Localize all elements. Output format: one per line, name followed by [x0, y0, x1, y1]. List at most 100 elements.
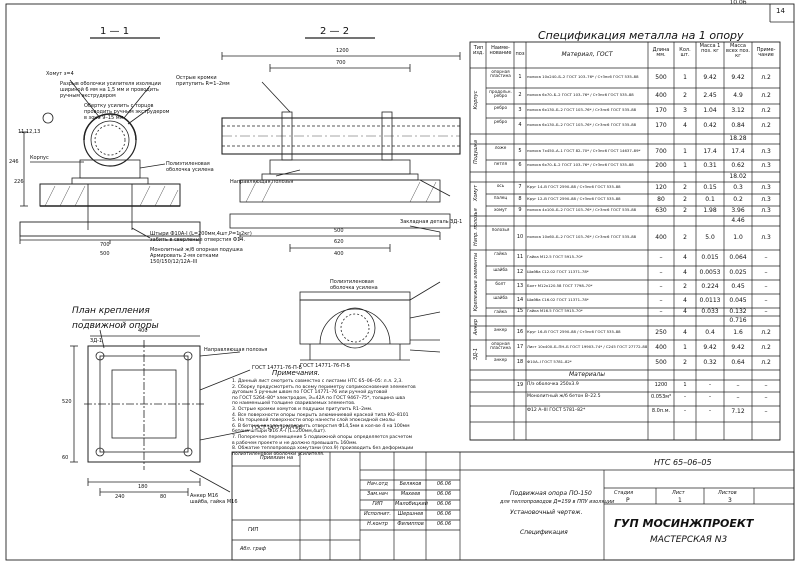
spec-cell-name: анкер [493, 327, 508, 332]
label-razryv: Разрыв оболочки усилителя изоляции [60, 81, 161, 87]
spec-cell-len: – [659, 297, 663, 304]
note-line: 1. Данный лист смотреть совместно с лист… [232, 379, 403, 384]
plan-title-1: План крепления [72, 306, 150, 316]
note-line: 2. Сборку предусмотреть по всему перимет… [232, 384, 416, 390]
spec-cell-m: 0.62 [731, 162, 745, 169]
dim-180: 180 [138, 484, 148, 490]
dim-700-s2: 700 [336, 60, 346, 66]
material-cell-m: – [736, 382, 740, 389]
spec-cell-pos: 17 [516, 344, 524, 350]
stamp-role-date: 06.06 [436, 491, 452, 497]
stamp-sheets: 3 [728, 497, 732, 504]
note-line: 3. Острые кромки хомутов и подушки приту… [232, 406, 373, 412]
spec-group-label: Напр. полозья [473, 208, 479, 246]
stamp-doc-title-1: Подвижная опора ПО-150 [510, 490, 592, 497]
dim-520: 520 [62, 399, 72, 405]
spec-cell-note: л.3 [761, 234, 771, 241]
zd1-detail-drawing [299, 281, 441, 361]
spec-cell-pos: 2 [518, 92, 522, 98]
spec-table-grid [469, 41, 781, 441]
spec-cell-pos: 6 [518, 162, 522, 168]
label-napr: Направляющая полозья [230, 179, 294, 185]
stamp-role-role: Исполнит. [363, 511, 392, 517]
spec-cell-note: л.2 [761, 344, 771, 351]
material-cell-len: 1200 [654, 382, 668, 388]
spec-group-label: Крепежные элементы [473, 252, 479, 312]
label-shtyri: Штыри Ф10А-I (L=200мм,4шт,Р=1,2кг) [150, 231, 252, 237]
spec-cell-pos: 1 [518, 74, 522, 80]
label-ostrye-2: притупить R=1–2мм [176, 81, 230, 87]
spec-cell-m1: 0.0113 [699, 297, 721, 304]
spec-cell-len: 630 [655, 207, 667, 214]
material-cell-qty: – [683, 408, 687, 414]
spec-cell-m: 0.3 [733, 184, 743, 191]
stamp-role-date: 06.06 [436, 481, 452, 487]
stamp-doc-title-4: Спецификация [520, 529, 568, 536]
spec-cell-mat: Шайба С16.02 ГОСТ 11371–78* [527, 298, 589, 302]
label-ostrye: Острые кромки [176, 75, 217, 81]
spec-cell-m1: 0.224 [701, 283, 719, 290]
header-pos: поз [515, 51, 525, 57]
spec-group-label: Корпус [473, 90, 479, 110]
spec-cell-m1: 2.45 [703, 92, 717, 99]
spec-cell-len: – [659, 283, 663, 290]
section-2-2-drawing [221, 37, 461, 252]
spec-cell-pos: 13 [516, 283, 524, 289]
spec-cell-m: 18.02 [729, 173, 747, 180]
spec-cell-m1: 5.0 [705, 234, 715, 241]
label-shtyri-2: забить в сверленые отверстия Ф14. [150, 237, 246, 243]
label-poliet: Полиэтиленовая [166, 161, 210, 167]
spec-cell-mat: Гайка М12.5 ГОСТ 5915–70* [527, 255, 583, 259]
spec-cell-m1: 0.033 [701, 308, 719, 315]
spec-cell-len: 170 [655, 122, 667, 129]
stamp-privyazan: Привязан на [260, 455, 294, 461]
spec-cell-note: л.3 [761, 196, 771, 203]
stamp-role-role: Н.контр [367, 521, 388, 527]
spec-cell-qty: 1 [683, 74, 687, 81]
spec-cell-note: л.2 [761, 329, 771, 336]
section-2-title: 2 — 2 [320, 26, 350, 37]
stamp-sheet-label: Лист [672, 490, 685, 496]
spec-cell-m: 17.4 [731, 148, 745, 155]
spec-cell-pos: 12 [516, 269, 524, 275]
spec-group-label: Анкер [473, 319, 479, 335]
dim-400-plan: 400 [138, 328, 148, 334]
spec-cell-name: ребро [493, 105, 508, 110]
spec-cell-mat: Круг 12–В ГОСТ 2590–88 / Ст3пс6 ГОСТ 535… [527, 197, 621, 201]
stamp-sheet: 1 [678, 497, 682, 504]
label-napr-plan: Направляющая полозья [204, 347, 268, 353]
dim-700-s1: 700 [100, 242, 110, 248]
notes-title: Примечания. [272, 369, 320, 377]
material-cell-note: – [764, 394, 768, 401]
spec-cell-mat: Круг 16–В ГОСТ 2590–88 / Ст3пс6 ГОСТ 535… [527, 330, 621, 334]
dim-246: 246 [9, 159, 19, 165]
spec-cell-len: 250 [655, 329, 667, 336]
spec-group-label: Подушка [473, 140, 479, 164]
spec-cell-m: 0.84 [731, 122, 745, 129]
spec-cell-name: болт [495, 281, 506, 286]
material-cell-mat: Ф12 А–III ГОСТ 5781–82* [527, 408, 586, 413]
spec-group-label: Хомут [473, 184, 479, 202]
spec-cell-m: 3.12 [731, 107, 745, 114]
stamp-role-date: 06.06 [436, 511, 452, 517]
spec-cell-qty: 2 [683, 184, 687, 191]
spec-cell-qty: 2 [683, 283, 687, 290]
spec-cell-mat: полоса 6х130–Б–2 ГОСТ 103–76* / Ст3пс6 Г… [527, 108, 637, 112]
spec-cell-name: палец [493, 195, 508, 200]
stamp-role-name: Беляков [399, 481, 422, 487]
spec-cell-m1: 0.1 [705, 196, 715, 203]
spec-cell-m1: 0.31 [703, 162, 717, 169]
spec-cell-qty: 2 [683, 359, 687, 366]
spec-cell-note: л.3 [761, 162, 771, 169]
spec-cell-qty: 4 [683, 254, 687, 261]
spec-cell-pos: 3 [518, 107, 522, 113]
material-cell-len: 8.0п.м. [651, 408, 671, 414]
spec-cell-name: хомут [493, 207, 508, 212]
spec-cell-name: ложе [494, 145, 507, 150]
spec-cell-len: 120 [655, 184, 667, 191]
spec-cell-qty: 4 [683, 308, 687, 315]
spec-cell-qty: 2 [683, 207, 687, 214]
stamp-gip: ГИП [248, 527, 259, 533]
spec-cell-m: 4.9 [733, 92, 743, 99]
spec-cell-m: 0.132 [729, 308, 747, 315]
